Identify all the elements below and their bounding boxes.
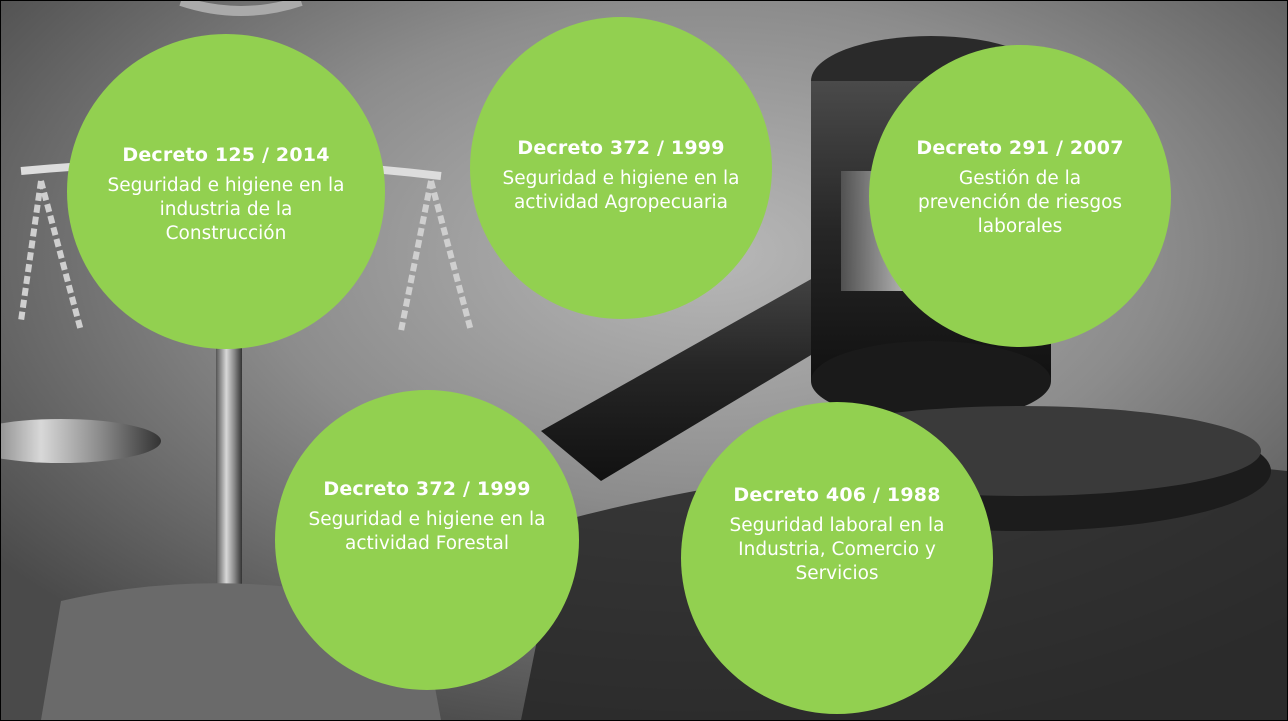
decree-title: Decreto 125 / 2014 [122, 144, 330, 166]
decree-description: Seguridad laboral en la Industria, Comer… [729, 515, 945, 584]
decree-title: Decreto 291 / 2007 [916, 137, 1124, 159]
decree-card-1: Decreto 125 / 2014 Seguridad e higiene e… [67, 34, 385, 349]
decree-card-3: Decreto 291 / 2007 Gestión de la prevenc… [869, 45, 1171, 347]
decree-description: Seguridad e higiene en la industria de l… [107, 175, 345, 244]
decree-title: Decreto 372 / 1999 [323, 478, 531, 500]
decree-title: Decreto 372 / 1999 [517, 137, 725, 159]
decree-description: Gestión de la prevención de riesgos labo… [917, 168, 1123, 237]
decree-card-4: Decreto 372 / 1999 Seguridad e higiene e… [275, 390, 579, 690]
decree-description: Seguridad e higiene en la actividad Fore… [308, 509, 546, 554]
decree-description: Seguridad e higiene en la actividad Agro… [502, 168, 740, 213]
decree-card-2: Decreto 372 / 1999 Seguridad e higiene e… [470, 17, 772, 319]
decree-card-5: Decreto 406 / 1988 Seguridad laboral en … [681, 402, 993, 714]
decree-title: Decreto 406 / 1988 [733, 484, 941, 506]
